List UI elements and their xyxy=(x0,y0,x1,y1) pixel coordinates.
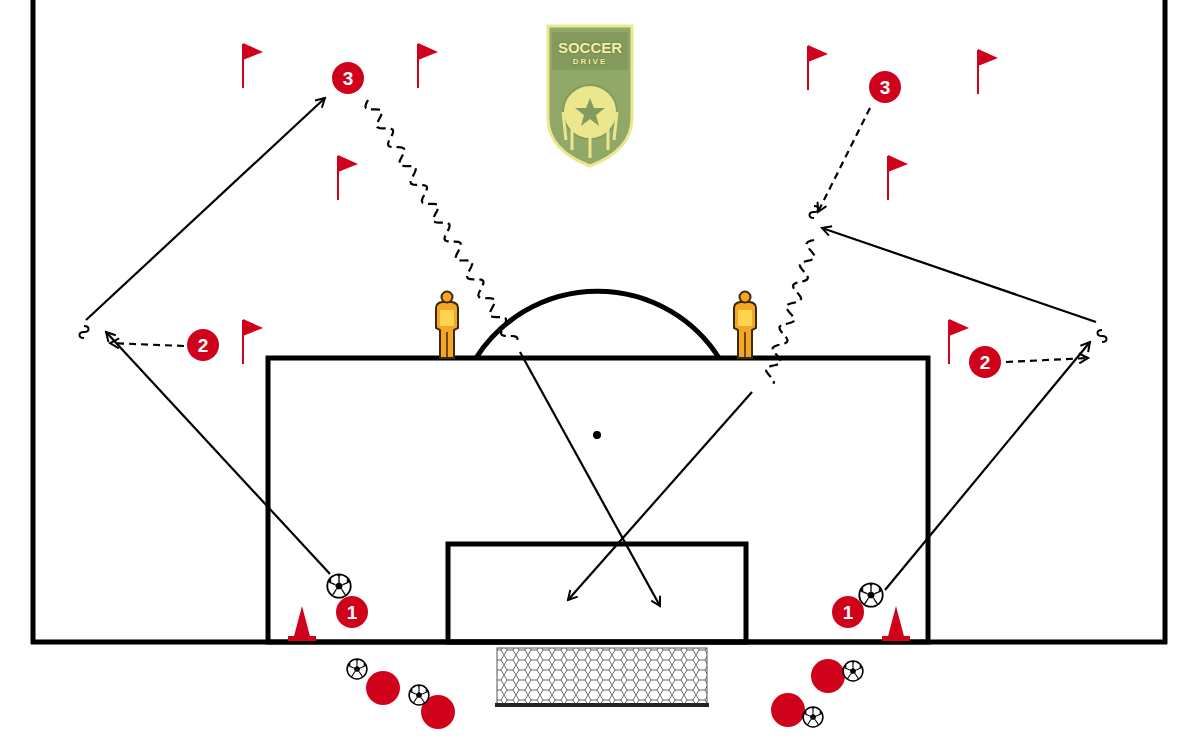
player-marker: 3 xyxy=(869,71,901,103)
goal-net xyxy=(497,648,707,704)
dribble-paths xyxy=(365,100,814,384)
callout-number: 3 xyxy=(880,78,891,97)
penalty-spot xyxy=(593,431,601,439)
dribble-path xyxy=(365,100,517,343)
mannequin xyxy=(436,292,458,359)
callout-number: 2 xyxy=(198,336,209,355)
callout-number: 2 xyxy=(980,353,991,372)
waiting-players xyxy=(347,659,863,729)
run-arrow xyxy=(1006,358,1088,362)
touchline xyxy=(31,0,36,644)
cone-base xyxy=(882,636,910,641)
run-arrow xyxy=(110,343,184,346)
cone-base xyxy=(288,636,316,641)
callout-number: 1 xyxy=(347,603,358,622)
player-marker: 1 xyxy=(336,596,368,628)
ball xyxy=(859,583,882,606)
movement-arrows xyxy=(86,98,1096,606)
penalty-arc xyxy=(476,291,719,358)
logo-text: SOCCER xyxy=(558,40,622,55)
pass-arrow xyxy=(86,98,325,320)
player-marker: 3 xyxy=(332,62,364,94)
mannequin xyxy=(734,292,756,359)
goal-area xyxy=(448,544,746,642)
callout-number: 3 xyxy=(343,69,354,88)
pass-arrow xyxy=(106,332,330,574)
ball xyxy=(327,574,350,597)
run-arrow xyxy=(818,108,870,212)
receive-marks xyxy=(80,206,1107,342)
player-marker: 2 xyxy=(187,329,219,361)
penalty-box xyxy=(268,358,928,642)
touchline xyxy=(1163,0,1168,644)
dribble-path xyxy=(766,240,815,384)
logo-shield xyxy=(548,26,632,166)
pass-arrow xyxy=(885,342,1090,590)
pitch-lines xyxy=(31,0,1167,644)
logo-text: DRIVE xyxy=(573,58,607,66)
shot-arrow xyxy=(568,392,752,600)
player-marker: 1 xyxy=(832,596,864,628)
goal-frame xyxy=(495,703,709,707)
callout-number: 1 xyxy=(843,603,854,622)
pass-arrow xyxy=(822,228,1096,322)
flags xyxy=(243,43,998,364)
player-marker: 2 xyxy=(969,346,1001,378)
cone xyxy=(293,606,311,640)
cone xyxy=(887,606,905,640)
shot-arrow xyxy=(520,352,660,606)
